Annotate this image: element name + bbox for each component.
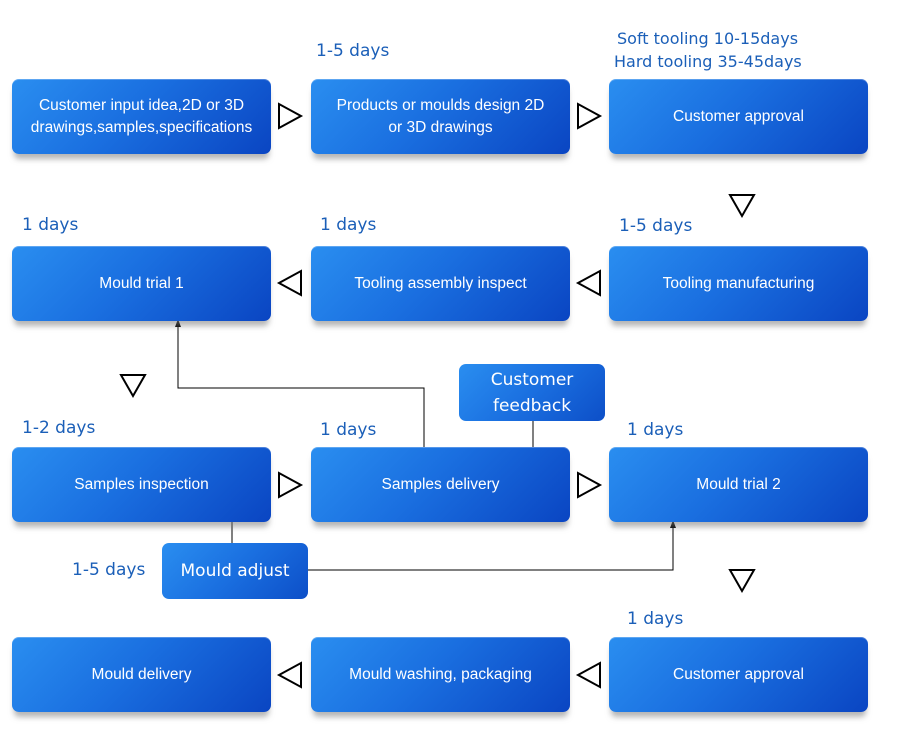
step-mould-washing-label: Mould washing, packaging xyxy=(349,665,532,683)
flow-arrow-left xyxy=(575,661,601,689)
step-mould-trial-2-label: Mould trial 2 xyxy=(696,475,781,493)
step-customer-approval-2-label: Customer approval xyxy=(673,665,804,683)
step-samples-delivery: Samples delivery xyxy=(311,447,570,522)
flow-arrow-down xyxy=(119,374,147,399)
flow-arrow-right xyxy=(577,471,603,499)
step-customer-input: Customer input idea,2D or 3D drawings,sa… xyxy=(12,79,271,154)
flow-arrow-left xyxy=(276,269,302,297)
duration-tooling-assembly: 1 days xyxy=(320,215,377,235)
connector-delivery-to-trial1 xyxy=(175,319,425,447)
step-mould-trial-1: Mould trial 1 xyxy=(12,246,271,321)
step-customer-approval-2: Customer approval xyxy=(609,637,868,712)
step-tooling-assembly: Tooling assembly inspect xyxy=(311,246,570,321)
duration-mould-adjust: 1-5 days xyxy=(72,560,146,580)
flow-arrow-right xyxy=(278,471,304,499)
step-mould-trial-1-label: Mould trial 1 xyxy=(99,274,184,292)
step-customer-input-label: Customer input idea,2D or 3D drawings,sa… xyxy=(30,96,253,136)
connector-adjust-to-trial2 xyxy=(308,520,676,571)
duration-mould-trial-1: 1 days xyxy=(22,215,79,235)
step-design: Products or moulds design 2D or 3D drawi… xyxy=(311,79,570,154)
duration-mould-trial-2: 1 days xyxy=(627,420,684,440)
flow-arrow-right xyxy=(278,102,304,130)
step-mould-washing: Mould washing, packaging xyxy=(311,637,570,712)
flow-arrow-left xyxy=(575,269,601,297)
step-tooling-manufacturing: Tooling manufacturing xyxy=(609,246,868,321)
step-samples-inspection-label: Samples inspection xyxy=(74,475,209,493)
flow-arrow-down xyxy=(728,194,756,219)
duration-soft-tooling: Soft tooling 10-15days xyxy=(617,29,799,48)
step-mould-adjust-label: Mould adjust xyxy=(180,561,290,581)
duration-samples-delivery: 1 days xyxy=(320,420,377,440)
step-mould-adjust: Mould adjust xyxy=(162,543,308,599)
step-mould-delivery: Mould delivery xyxy=(12,637,271,712)
flow-arrow-left xyxy=(276,661,302,689)
duration-samples-inspection: 1-2 days xyxy=(22,418,96,438)
duration-hard-tooling: Hard tooling 35-45days xyxy=(614,52,802,71)
step-samples-delivery-label: Samples delivery xyxy=(381,475,500,493)
step-customer-approval-1: Customer approval xyxy=(609,79,868,154)
step-customer-feedback-label: Customer feedback xyxy=(490,369,574,416)
step-tooling-manufacturing-label: Tooling manufacturing xyxy=(662,274,815,292)
step-customer-approval-1-label: Customer approval xyxy=(673,107,804,125)
flow-arrow-right xyxy=(577,102,603,130)
step-design-label: Products or moulds design 2D or 3D drawi… xyxy=(336,96,545,136)
flow-arrow-down xyxy=(728,569,756,594)
duration-design: 1-5 days xyxy=(316,41,390,61)
step-tooling-assembly-label: Tooling assembly inspect xyxy=(354,274,527,292)
step-samples-inspection: Samples inspection xyxy=(12,447,271,522)
duration-tooling-manufacturing: 1-5 days xyxy=(619,216,693,236)
duration-customer-approval-2: 1 days xyxy=(627,609,684,629)
step-mould-trial-2: Mould trial 2 xyxy=(609,447,868,522)
step-mould-delivery-label: Mould delivery xyxy=(91,665,192,683)
step-customer-feedback: Customer feedback xyxy=(459,364,605,421)
